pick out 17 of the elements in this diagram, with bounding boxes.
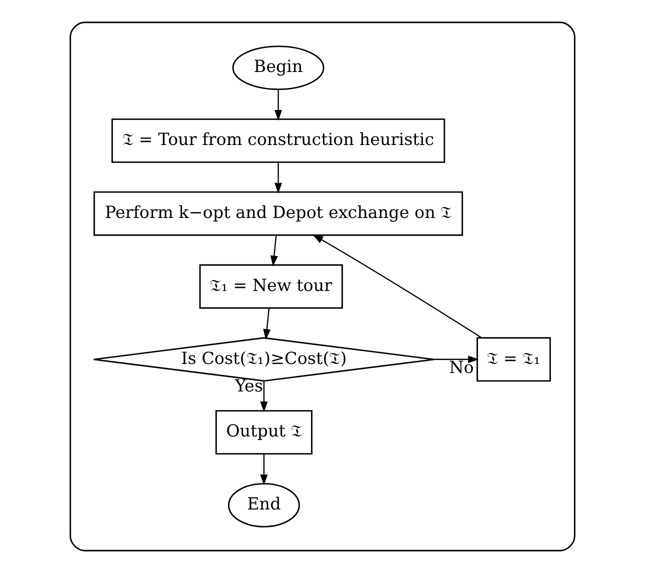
node-ellipse: Begin <box>232 46 324 90</box>
arrow <box>263 308 271 340</box>
arrow <box>312 234 482 338</box>
edge-label: No <box>449 356 474 377</box>
arrow <box>260 454 268 486</box>
arrow <box>434 356 479 364</box>
arrow <box>274 162 282 194</box>
cluster <box>70 22 576 552</box>
node-ellipse: End <box>228 482 300 528</box>
arrow <box>260 381 268 412</box>
arrow <box>270 235 278 267</box>
node-box: 𝔗 = Tour from construction heuristic <box>111 118 446 163</box>
arrow <box>274 89 282 121</box>
node-box: 𝔗 = 𝔗₁ <box>476 337 551 382</box>
node-box: Perform k−opt and Depot exchange on 𝔗 <box>94 191 464 236</box>
node-box: Output 𝔗 <box>215 410 312 455</box>
node-box: 𝔗₁ = New tour <box>199 264 343 309</box>
